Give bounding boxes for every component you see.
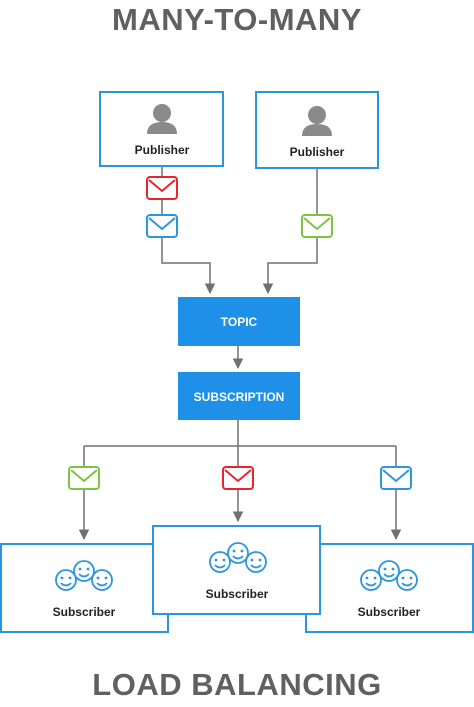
connector-subscription-fanout [84,420,396,447]
publisher-box-1[interactable]: Publisher [99,91,224,167]
message-envelope-red-icon [222,466,254,490]
subscriber-group-icon [209,542,267,573]
title-load-balancing: LOAD BALANCING [92,667,382,702]
subscriber-box-1[interactable]: Subscriber [0,543,169,633]
publisher-label: Publisher [290,145,345,159]
topic-label: TOPIC [221,315,258,329]
subscription-label: SUBSCRIPTION [194,390,285,404]
title-many-to-many: MANY-TO-MANY [112,2,362,37]
topic-box[interactable]: TOPIC [178,297,300,346]
person-icon [302,106,332,136]
subscription-box[interactable]: SUBSCRIPTION [178,372,300,420]
message-envelope-red-icon [146,176,178,200]
subscriber-label: Subscriber [358,605,421,619]
subscriber-group-icon [55,560,113,591]
subscriber-box-3[interactable]: Subscriber [305,543,474,633]
subscriber-group-icon [360,560,418,591]
subscriber-box-2[interactable]: Subscriber [152,525,321,615]
publisher-box-2[interactable]: Publisher [255,91,379,169]
message-envelope-green-icon [301,214,333,238]
message-envelope-blue-icon [146,214,178,238]
subscriber-label: Subscriber [206,587,269,601]
person-icon [147,104,177,134]
publisher-label: Publisher [135,143,190,157]
subscriber-label: Subscriber [53,605,116,619]
message-envelope-green-icon [68,466,100,490]
message-envelope-blue-icon [380,466,412,490]
